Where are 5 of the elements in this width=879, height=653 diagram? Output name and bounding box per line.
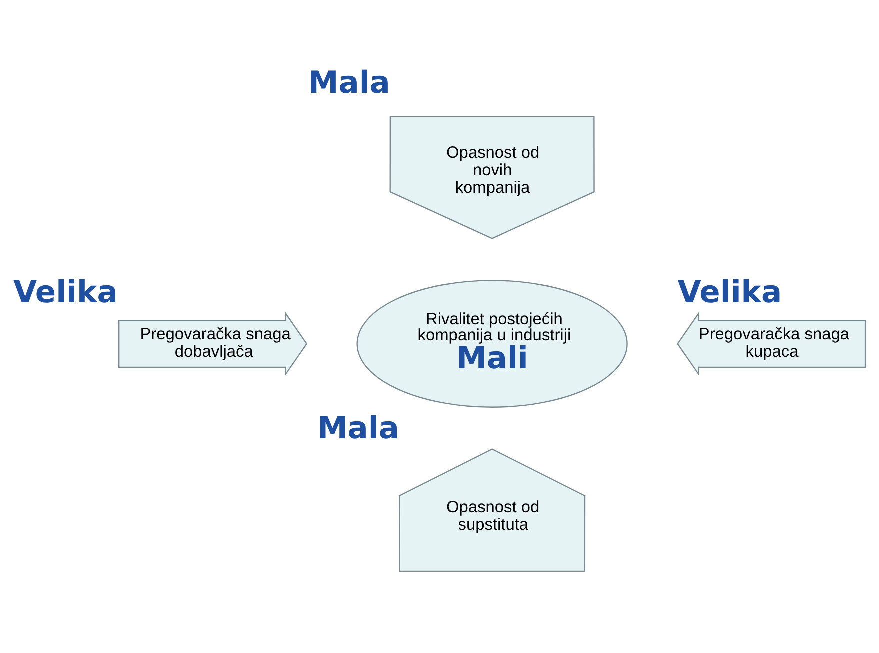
node-label: Velika xyxy=(13,275,118,310)
node-label: Mala xyxy=(308,65,390,100)
node-ellipse: Rivalitet postojećih kompanija u industriji Mali xyxy=(356,280,628,408)
node-label: Mala xyxy=(317,411,400,446)
node-label: Velika xyxy=(678,275,782,310)
